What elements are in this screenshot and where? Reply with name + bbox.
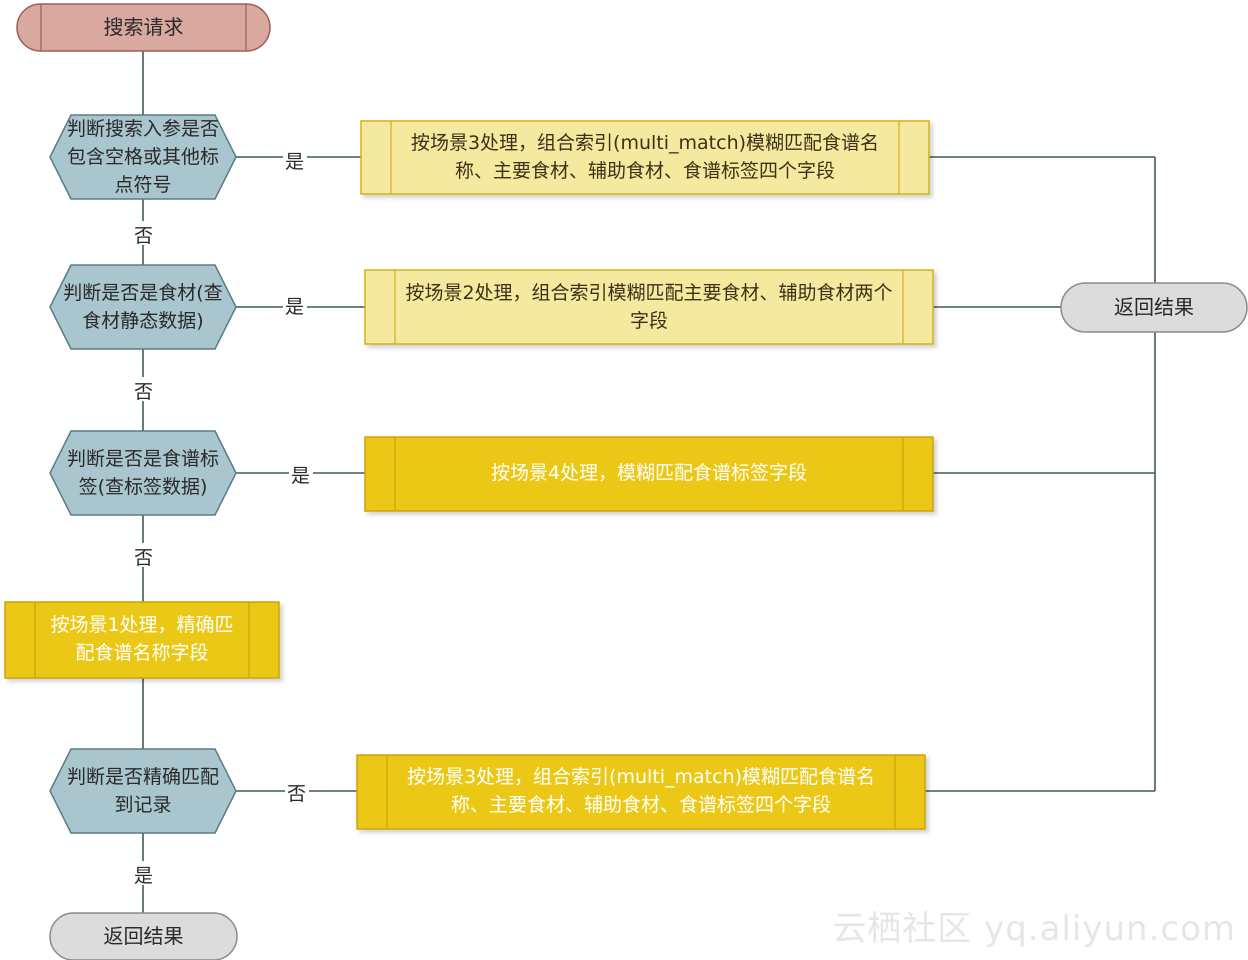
edge-label-yes-4: 是 — [134, 865, 154, 887]
end-bottom-terminator — [49, 912, 238, 960]
edge-label-yes-1: 是 — [285, 151, 305, 173]
decision2-shape — [49, 264, 237, 350]
scene3-bottom-box — [356, 754, 926, 830]
connector-lines — [142, 51, 1156, 913]
start-label: 搜索请求 — [103, 15, 184, 39]
end-right-terminator — [1060, 282, 1248, 333]
edge-label-no-2: 否 — [134, 381, 154, 403]
scene2-label: 按场景2处理，组合索引模糊匹配主要食材、辅助食材两个字段 — [405, 282, 893, 332]
edge-label-yes-2: 是 — [285, 296, 305, 318]
edge-label-no-4: 否 — [287, 783, 307, 805]
process1-label: 按场景1处理，精确匹配食谱名称字段 — [50, 614, 234, 664]
decision3-shape — [49, 430, 237, 516]
edge-label-no-3: 否 — [134, 547, 154, 569]
decision1-label: 判断搜索入参是否包含空格或其他标点符号 — [66, 118, 219, 196]
end-right-label: 返回结果 — [1114, 295, 1194, 319]
process1-box — [4, 601, 280, 679]
scene2-box — [364, 269, 934, 345]
edge-label-yes-3: 是 — [291, 465, 311, 487]
edge-label-no-1: 否 — [134, 225, 154, 247]
scene3-top-label: 按场景3处理，组合索引(multi_match)模糊匹配食谱名称、主要食材、辅助… — [410, 132, 880, 182]
decision2-label: 判断是否是食材(查食材静态数据) — [63, 282, 223, 332]
scene4-label: 按场景4处理，模糊匹配食谱标签字段 — [490, 462, 808, 484]
watermark: 云栖社区 yq.aliyun.com — [832, 909, 1236, 949]
decision4-shape — [49, 748, 237, 834]
start-terminator — [16, 3, 271, 52]
scene3-bottom-label: 按场景3处理，组合索引(multi_match)模糊匹配食谱名称、主要食材、辅助… — [406, 766, 876, 816]
decision1-shape — [49, 114, 237, 200]
end-bottom-label: 返回结果 — [103, 924, 184, 948]
scene3-top-box — [360, 120, 930, 195]
decision3-label: 判断是否是食谱标签(查标签数据) — [66, 448, 219, 498]
decision4-label: 判断是否精确匹配到记录 — [66, 766, 219, 816]
scene4-box — [364, 436, 934, 512]
